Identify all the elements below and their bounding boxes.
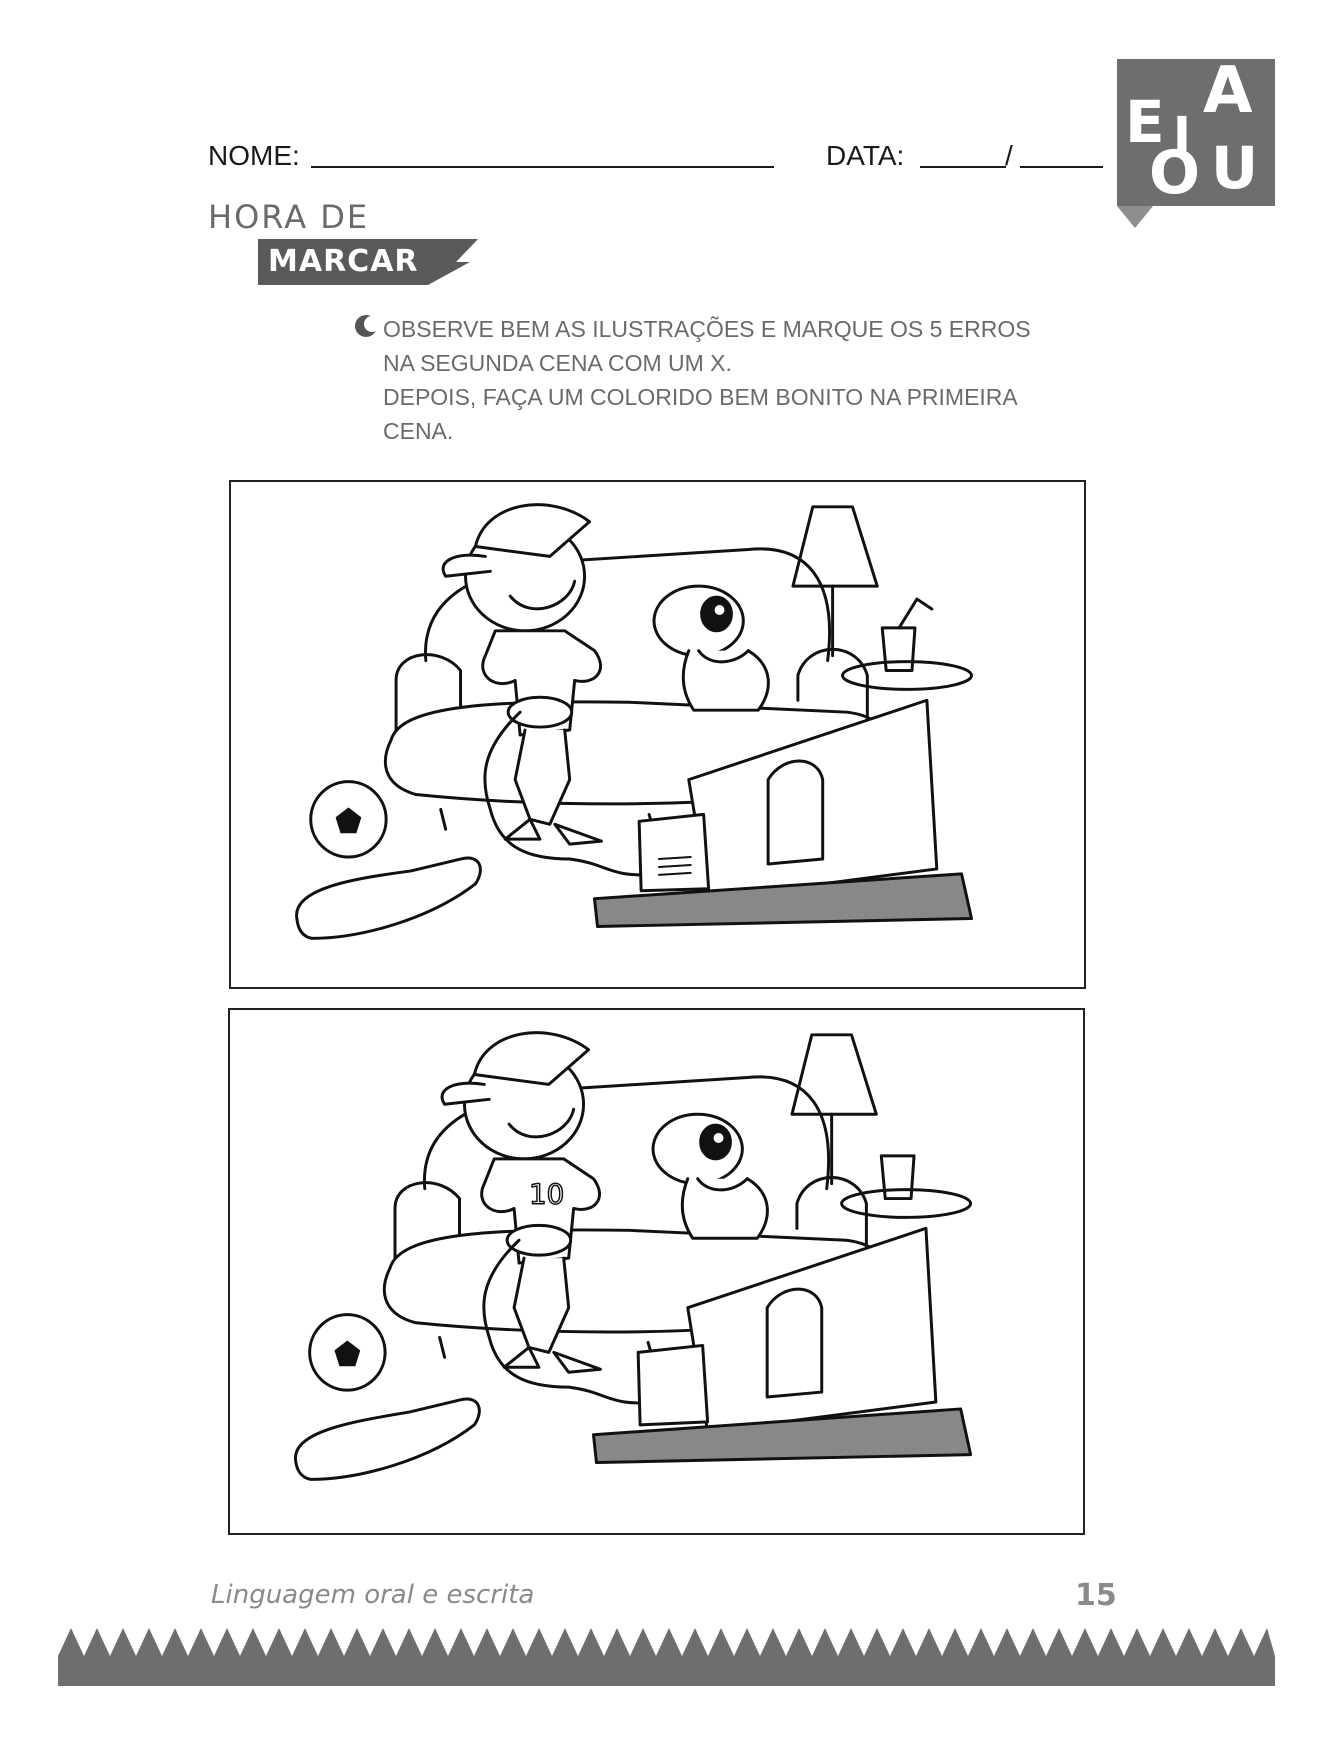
shirt-number: 10 <box>529 1178 564 1211</box>
side-table <box>840 1188 973 1219</box>
boy-mouth <box>507 1107 576 1139</box>
vowel-o: O <box>1149 138 1201 208</box>
vowel-u: U <box>1211 134 1259 202</box>
vowel-badge: E I A O U <box>1117 59 1275 206</box>
instruction-line: NA SEGUNDA CENA COM UM X. <box>383 350 732 376</box>
boy-legs <box>513 728 572 826</box>
game-controller <box>506 695 574 729</box>
section-title-line1: HORA DE <box>208 198 370 236</box>
sofa-left-arm <box>394 653 463 732</box>
vowel-a: A <box>1203 54 1253 128</box>
dog-body <box>681 649 770 712</box>
section-title-line2: MARCAR <box>268 244 419 279</box>
crescent-moon-icon <box>355 315 378 337</box>
boy-legs <box>512 1256 571 1354</box>
instruction-line: DEPOIS, FAÇA UM COLORIDO BEM BONITO NA P… <box>383 384 1018 410</box>
date-month-line[interactable] <box>1020 166 1103 168</box>
marcar-banner <box>258 239 478 285</box>
name-label: NOME: <box>208 140 300 171</box>
dog-eye-patch <box>700 595 733 633</box>
boy-mouth <box>508 579 577 611</box>
controller-cable <box>482 1238 660 1405</box>
tv-cabinet <box>591 1407 973 1465</box>
lamp-shade <box>790 1033 878 1116</box>
side-table <box>841 660 974 691</box>
page-number: 15 <box>1075 1578 1117 1613</box>
tv-stand <box>765 1287 824 1399</box>
footer-title: Linguagem oral e escrita <box>211 1580 535 1610</box>
tv-stand <box>766 759 825 866</box>
date-day-line[interactable] <box>920 166 1006 168</box>
controller-cable <box>483 710 661 877</box>
skateboard <box>294 1397 481 1481</box>
tv-cabinet <box>593 872 974 928</box>
straw <box>897 597 934 630</box>
boy-cap-visor <box>440 1081 491 1106</box>
vowel-e: E <box>1125 88 1165 156</box>
lamp-shade <box>791 505 879 588</box>
scene-2[interactable]: 10 <box>228 1008 1085 1535</box>
name-field-line[interactable] <box>311 166 774 168</box>
scene-1[interactable] <box>229 480 1086 989</box>
console-vents <box>657 856 692 876</box>
cup <box>880 626 917 672</box>
dog-collar <box>696 1177 749 1192</box>
date-separator: / <box>1005 140 1013 171</box>
instruction-line: OBSERVE BEM AS ILUSTRAÇÕES E MARQUE OS 5… <box>383 316 1031 342</box>
zigzag-border <box>58 1628 1275 1686</box>
game-console <box>636 1343 710 1427</box>
sofa-left-arm <box>393 1181 461 1260</box>
instructions: OBSERVE BEM AS ILUSTRAÇÕES E MARQUE OS 5… <box>383 312 1113 448</box>
game-console <box>637 812 711 893</box>
boy-cap-visor <box>441 553 492 578</box>
boy-shoes <box>503 817 603 846</box>
boy-cap <box>473 503 592 558</box>
instruction-line: CENA. <box>383 418 454 444</box>
badge-pointer <box>1117 206 1153 228</box>
dog-body <box>680 1177 769 1240</box>
boy-cap <box>472 1031 591 1086</box>
vowel-i: I <box>1173 107 1191 163</box>
skateboard <box>295 856 482 940</box>
date-label: DATA: <box>826 140 905 171</box>
game-controller <box>505 1223 573 1257</box>
boy-shoes <box>502 1345 602 1374</box>
dog-collar <box>697 649 750 664</box>
cup <box>879 1154 916 1201</box>
